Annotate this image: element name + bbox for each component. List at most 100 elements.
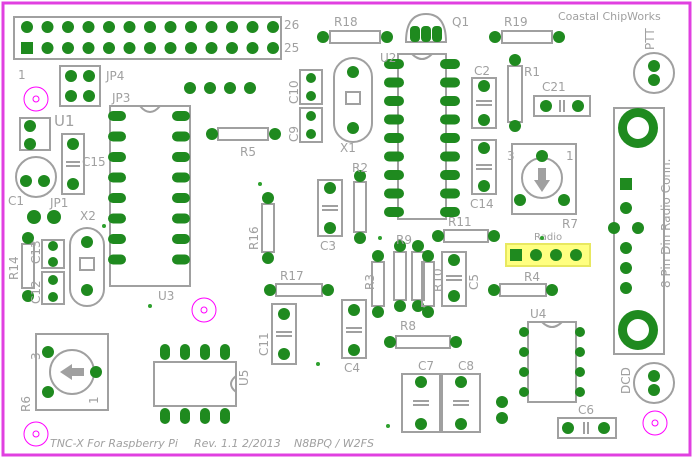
r7-pin1: 1	[566, 149, 574, 163]
ref-r19: R19	[504, 15, 528, 29]
ref-r6: R6	[19, 396, 33, 412]
ref-r5: R5	[240, 145, 256, 159]
capacitor-c7: C7	[401, 359, 441, 433]
transistor-q1: Q1	[404, 12, 469, 43]
resistor-r2: R2	[352, 161, 368, 244]
header-pad	[226, 42, 238, 54]
resistor-r19: R19	[489, 15, 565, 44]
jumper-jp4: JP4 JP3	[59, 65, 130, 107]
ref-r14: R14	[7, 256, 21, 280]
mounting-hole-mid	[191, 297, 217, 323]
header-pad	[62, 21, 74, 33]
capacitor-c8: C8	[441, 359, 481, 433]
capacitor-c1: C1	[8, 156, 57, 208]
ref-r8: R8	[400, 319, 416, 333]
ref-r17: R17	[280, 269, 304, 283]
ref-c10: C10	[287, 80, 301, 104]
u2-pin-pad	[384, 207, 404, 217]
ic-u5: U5	[153, 344, 251, 424]
led-dcd: DCD	[619, 362, 675, 404]
u3-pin-pad	[108, 131, 126, 142]
ref-r9: R9	[396, 233, 412, 247]
ref-c21: C21	[542, 80, 566, 94]
mounting-hole-bottom-right	[642, 410, 668, 436]
capacitor-c12: C12	[29, 271, 65, 305]
resistor-r4: R4	[488, 270, 558, 297]
resistor-r1: R1	[507, 54, 540, 132]
u3-pin-pad	[108, 152, 126, 162]
ref-x1: X1	[340, 141, 356, 155]
ref-ptt: PTT	[643, 28, 657, 50]
header-pin26-label: 26	[284, 18, 299, 32]
ref-c15: C15	[82, 155, 106, 169]
u2-pin-pad	[384, 170, 404, 180]
header-pad	[144, 21, 156, 33]
ref-u2: U2	[380, 51, 396, 65]
capacitor-c5: C5	[441, 251, 481, 307]
resistor-r11: R11	[432, 215, 500, 243]
ref-r16: R16	[247, 226, 261, 250]
resistor-r16: R16	[247, 192, 275, 264]
header-pad	[144, 42, 156, 54]
header-pad	[103, 42, 115, 54]
header-pad	[41, 21, 54, 33]
u3-pin-pad	[108, 234, 126, 244]
header-pad	[246, 42, 259, 54]
ic-u2: U2	[380, 51, 460, 220]
u2-pin-pad	[384, 77, 404, 88]
ref-r18: R18	[334, 15, 358, 29]
u2-pin-pad	[384, 151, 404, 162]
ref-c14: C14	[470, 197, 494, 211]
radio-connector: Radio	[505, 232, 591, 267]
header-pad	[62, 42, 74, 54]
resistor-r3: R3	[363, 250, 385, 318]
ref-u1: U1	[54, 112, 75, 130]
capacitor-c13: C13	[29, 239, 65, 269]
ref-r11: R11	[448, 215, 472, 229]
header-pad	[267, 21, 279, 33]
u3-pin-pad	[108, 111, 126, 121]
ic-u3: U3	[108, 105, 191, 303]
radio-label: Radio	[534, 232, 562, 243]
header-pad	[82, 21, 95, 33]
u2-pin-pad	[440, 59, 460, 69]
u3-pin-pad	[172, 131, 190, 142]
capacitor-c6: C6	[557, 403, 617, 439]
ref-jp1: JP1	[49, 196, 68, 210]
resistor-r9: R9	[393, 233, 412, 312]
ic-u4: U4	[519, 307, 585, 403]
u2-pin-pad	[440, 170, 460, 180]
header-pad	[164, 21, 177, 33]
u2-pin-pad	[440, 133, 460, 143]
u3-pin-pad	[172, 193, 190, 203]
capacitor-c9: C9	[287, 107, 323, 143]
capacitor-c4: C4	[341, 299, 367, 375]
board-authors: N8BPQ / W2FS	[294, 437, 374, 450]
ref-r3: R3	[363, 274, 377, 290]
u2-pin-pad	[384, 59, 404, 69]
u2-pin-pad	[384, 133, 404, 143]
ref-c7: C7	[418, 359, 434, 373]
r7-pin3: 3	[507, 149, 515, 163]
u2-pin-pad	[440, 151, 460, 162]
board-title: TNC-X For Raspberry Pi	[50, 437, 178, 450]
led-ptt: PTT	[633, 28, 675, 94]
u3-pin-pad	[172, 111, 190, 121]
mounting-hole-bottom-left	[23, 421, 49, 447]
u2-pin-pad	[384, 96, 404, 106]
board-revision: Rev. 1.1 2/2013	[194, 437, 281, 450]
ref-c13: C13	[29, 240, 43, 264]
header-pad	[103, 21, 115, 33]
ref-r1: R1	[524, 65, 540, 79]
header-pad	[205, 21, 218, 33]
header-pad	[185, 21, 197, 33]
capacitor-c3: C3	[317, 179, 343, 253]
u2-pin-pad	[384, 114, 404, 125]
header-pin1-label: 1	[18, 68, 26, 82]
header-pad	[164, 42, 177, 54]
ref-c4: C4	[344, 361, 360, 375]
header-pad	[185, 42, 197, 54]
ref-u5: U5	[237, 370, 251, 386]
